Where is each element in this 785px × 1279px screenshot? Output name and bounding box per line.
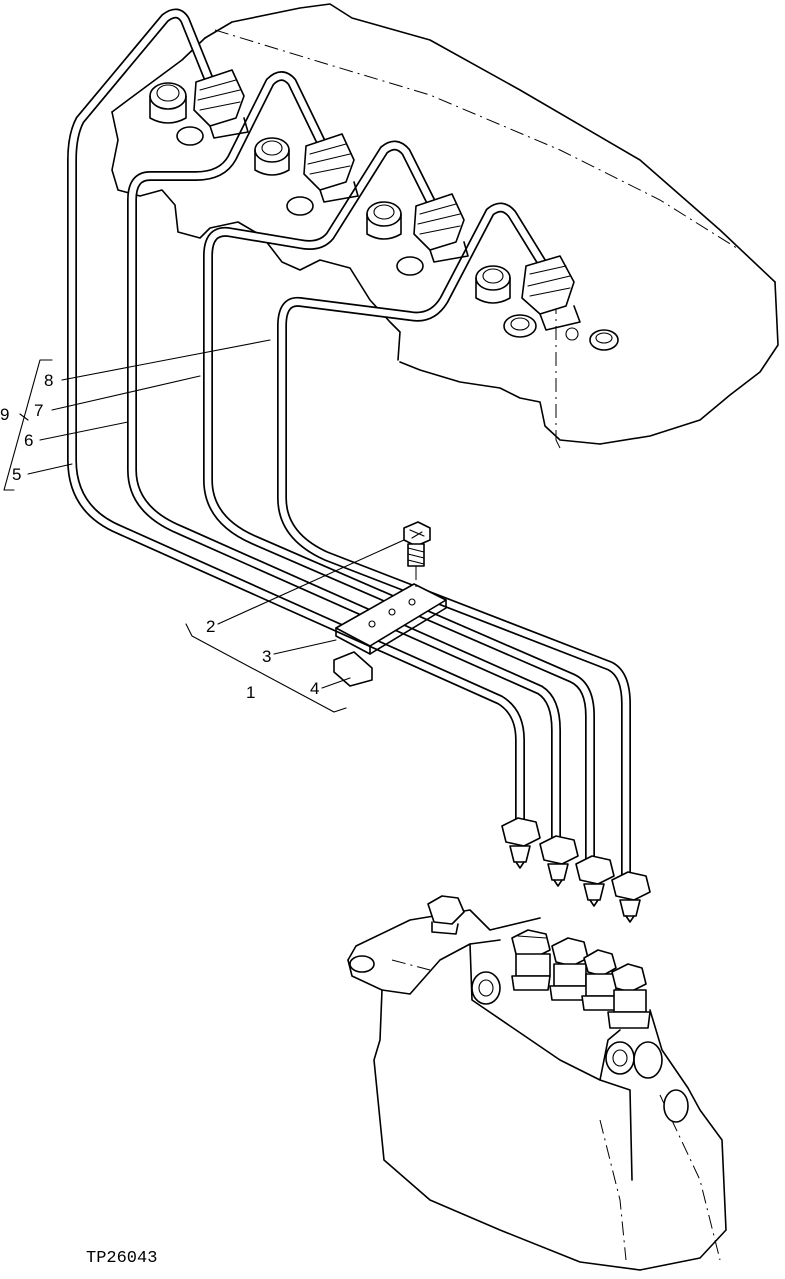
bracket-1 [185, 623, 347, 713]
fitting-line-8 [611, 871, 651, 923]
callout-labels: 8 7 9 6 5 2 3 4 1 [0, 371, 319, 702]
clamp-lower-half [333, 651, 373, 687]
fitting-line-5 [501, 817, 541, 869]
cylinder-head [111, 3, 779, 449]
pump-port-right [605, 1041, 663, 1079]
injection-pump [347, 895, 727, 1271]
injector-3 [413, 193, 469, 263]
injection-lines [67, 8, 631, 883]
injection-line-5 [67, 8, 525, 827]
callout-6: 6 [24, 431, 33, 450]
pump-cap [427, 895, 465, 935]
callout-9: 9 [0, 405, 9, 424]
line-clamp-assembly [333, 521, 447, 687]
clamp-bolt [403, 521, 431, 592]
figure-id: TP26043 [86, 1249, 157, 1268]
callout-leaders [3, 339, 405, 713]
head-boss-2 [254, 137, 290, 176]
head-boss-3 [366, 201, 402, 240]
injection-line-6 [127, 71, 561, 845]
fitting-line-7 [575, 855, 615, 907]
callout-4: 4 [310, 679, 319, 698]
injector-1 [193, 69, 249, 139]
callout-2: 2 [206, 617, 215, 636]
injector-2 [303, 133, 359, 203]
callout-1: 1 [246, 683, 255, 702]
callout-3: 3 [262, 647, 271, 666]
fitting-line-6 [539, 835, 579, 887]
callout-8: 8 [44, 371, 53, 390]
callout-5: 5 [12, 465, 21, 484]
delivery-valve-3 [581, 949, 621, 1011]
injector-4 [521, 255, 581, 341]
head-boss-4 [475, 265, 511, 304]
head-boss-5 [503, 314, 619, 351]
callout-7: 7 [34, 401, 43, 420]
pump-port-left [471, 971, 501, 1005]
line-end-fittings [501, 817, 651, 923]
delivery-valve-1 [511, 929, 551, 991]
head-boss-1 [149, 82, 187, 124]
delivery-valve-2 [549, 937, 589, 1001]
bracket-9 [3, 359, 53, 491]
delivery-valve-4 [607, 963, 651, 1029]
